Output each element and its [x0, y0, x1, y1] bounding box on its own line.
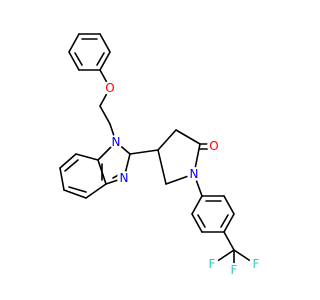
ether-oxygen-label: O	[105, 81, 114, 95]
imidazole-n3-label: N	[120, 171, 129, 185]
imidazole-n1-label: N	[112, 135, 121, 149]
trifluoromethylphenyl-ring	[191, 173, 235, 233]
molecule-drawing: O N N O N F F F	[59, 33, 263, 277]
atom-label-carbonyl-oxygen: O	[207, 139, 221, 153]
atom-label-ether-oxygen: O	[103, 81, 117, 95]
atom-label-fluorine-1: F	[227, 263, 241, 277]
structure-canvas: O N N O N F F F	[59, 33, 263, 277]
atom-label-imidazole-n3: N	[117, 171, 131, 185]
fluorine-2-label: F	[253, 257, 260, 271]
lactam-nitrogen-label: N	[190, 167, 199, 181]
atom-label-lactam-nitrogen: N	[187, 167, 201, 181]
phenyl-ring-phenoxy	[68, 33, 111, 71]
atom-label-imidazole-n1: N	[109, 135, 123, 149]
fluorine-3-label: F	[209, 257, 216, 271]
carbonyl-oxygen-label: O	[209, 139, 218, 153]
trifluoromethyl-group	[215, 231, 253, 269]
atom-label-fluorine-2: F	[249, 257, 263, 271]
fluorine-1-label: F	[231, 263, 238, 277]
benzimidazole-system	[59, 141, 131, 199]
atom-label-fluorine-3: F	[205, 257, 219, 271]
